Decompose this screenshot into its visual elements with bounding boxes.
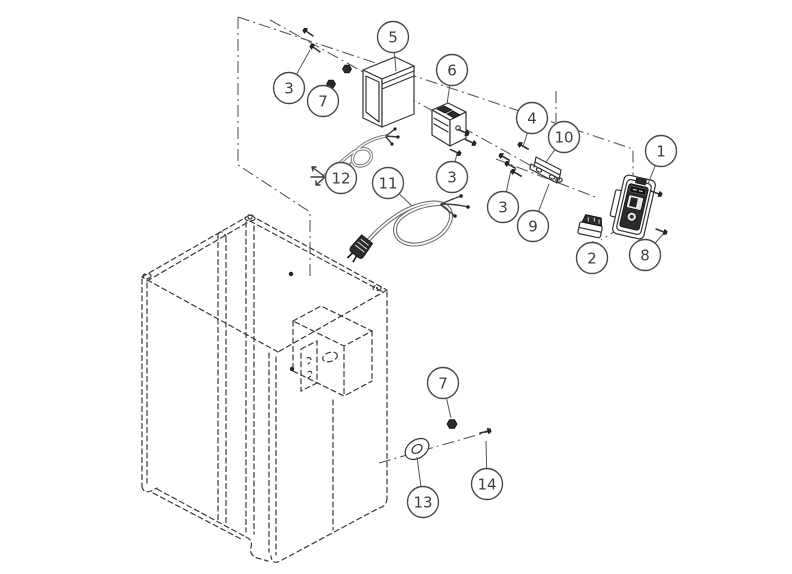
callout-number: 14 (477, 475, 496, 493)
callout-leader-10 (545, 149, 556, 163)
washer-drawing (404, 437, 430, 461)
callout-balloon-9 (516, 209, 550, 243)
screw-icon (309, 43, 321, 53)
callout-leader-5 (393, 52, 397, 72)
callout-leader-6 (446, 85, 451, 105)
callout-number: 6 (447, 61, 457, 79)
callout-number: 11 (378, 174, 397, 192)
callout-balloon-10 (547, 120, 581, 154)
callout-leader-14 (485, 440, 488, 469)
wire-lead-drawing (310, 127, 400, 186)
callout-leader-8 (654, 233, 664, 244)
screw-icon (517, 141, 530, 151)
switch-assembly-drawing (609, 174, 656, 240)
power-plug (346, 234, 374, 263)
callout-balloon-11 (371, 166, 405, 200)
callout-leader-3 (505, 169, 512, 192)
cabinet-drawing (141, 214, 388, 563)
callout-balloon-3 (272, 71, 306, 105)
explosion-axis-washer (378, 430, 492, 464)
callout-number: 2 (587, 249, 597, 267)
callout-balloon-12 (324, 161, 358, 195)
callout-number: 9 (528, 217, 538, 235)
callout-number: 4 (527, 109, 537, 127)
callout-leader-3 (454, 152, 458, 162)
callout-leader-4 (522, 132, 528, 148)
screw-icon (302, 27, 314, 37)
callout-number: 7 (438, 374, 448, 392)
mount-hole-dot (289, 366, 295, 372)
screw-icon (498, 152, 511, 162)
callout-balloon-3 (486, 190, 520, 224)
power-cord-drawing (346, 194, 470, 263)
callout-balloon-7 (426, 366, 460, 400)
callout-number: 8 (640, 246, 650, 264)
screw-icon (510, 168, 523, 178)
mount-hole-dot (288, 271, 294, 277)
callout-number: 13 (413, 493, 432, 511)
callout-balloon-3 (435, 160, 469, 194)
hex-nut-icon (342, 64, 352, 74)
cover-box-part-drawing (362, 56, 415, 128)
callout-leader-3 (296, 49, 311, 75)
callout-balloon-14 (470, 467, 504, 501)
callout-leader-1 (647, 165, 656, 185)
callout-leader-9 (538, 183, 550, 212)
callout-balloon-7 (306, 84, 340, 118)
callout-number: 1 (656, 142, 666, 160)
callout-balloon-1 (644, 134, 678, 168)
callout-number: 12 (331, 169, 350, 187)
callout-number: 3 (284, 79, 294, 97)
callout-balloon-13 (406, 485, 440, 519)
callout-number: 3 (447, 168, 457, 186)
callout-balloon-5 (376, 20, 410, 54)
screw-icon (655, 228, 668, 235)
explosion-axis-bracket (495, 158, 599, 199)
callout-number: 3 (498, 198, 508, 216)
screw-icon (457, 128, 470, 136)
callout-balloon-6 (435, 53, 469, 87)
screw-icon (650, 190, 663, 197)
callout-leader-11 (398, 193, 413, 207)
callout-number: 5 (388, 28, 398, 46)
callout-number: 7 (318, 92, 328, 110)
callout-balloon-2 (575, 241, 609, 275)
hex-nut-icon (446, 419, 458, 429)
callout-balloon-4 (515, 101, 549, 135)
switch-mount-box (291, 305, 374, 397)
screw-icon (449, 148, 462, 156)
callout-leader-7 (445, 397, 452, 419)
fasteners (302, 27, 668, 435)
screw-icon (479, 428, 492, 435)
switch-block-part-drawing (431, 102, 467, 147)
micro-switch-drawing (577, 214, 603, 239)
screw-icon (464, 138, 477, 146)
cord-clamp-bracket-drawing (529, 156, 563, 184)
screw-icon (504, 160, 517, 170)
callout-number: 10 (554, 128, 573, 146)
callout-leader-13 (416, 456, 422, 487)
callout-balloon-8 (628, 238, 662, 272)
